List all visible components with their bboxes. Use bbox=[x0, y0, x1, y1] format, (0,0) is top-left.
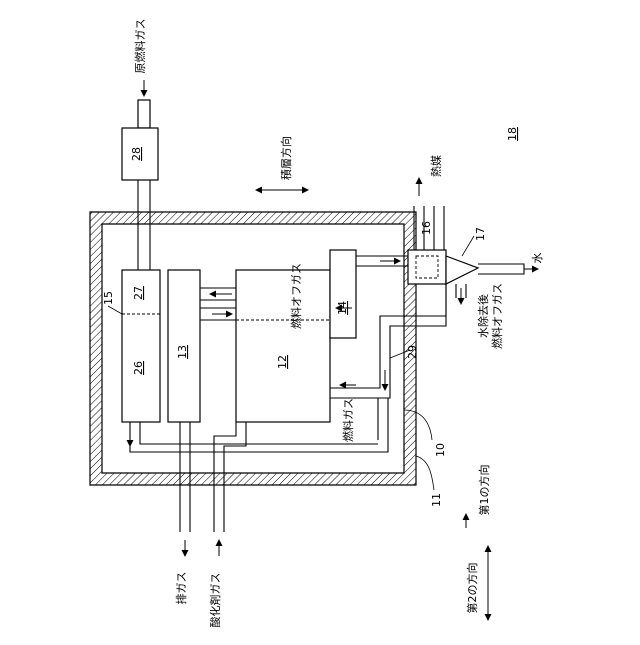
raw-fuel-gas-label: 原燃料ガス bbox=[133, 19, 147, 74]
ref-18: 18 bbox=[506, 127, 519, 141]
fuel-cell-stack-12 bbox=[236, 270, 330, 422]
first-direction-label: 第1の方向 bbox=[477, 465, 491, 516]
ref-17: 17 bbox=[474, 227, 487, 241]
fuel-gas-label: 燃料ガス bbox=[341, 398, 355, 442]
oxidant-gas-label: 酸化剤ガス bbox=[208, 573, 222, 628]
ref-13: 13 bbox=[176, 345, 189, 359]
ref-29: 29 bbox=[406, 345, 419, 359]
second-direction-indicator: 第2の方向 bbox=[465, 546, 488, 620]
ref-16: 16 bbox=[420, 221, 433, 235]
water-removed-label-1: 水除去後 bbox=[476, 294, 490, 338]
water-label: 水 bbox=[531, 253, 544, 264]
ref-27: 27 bbox=[132, 286, 145, 300]
heat-medium-label: 熱媒 bbox=[430, 155, 443, 177]
ref-10: 10 bbox=[434, 443, 447, 457]
fuel-off-gas-label: 燃料オフガス bbox=[289, 263, 303, 329]
first-direction-indicator: 第1の方向 bbox=[466, 465, 491, 529]
ref-26: 26 bbox=[132, 361, 145, 375]
exhaust-gas-label: 排ガス bbox=[174, 572, 188, 605]
unit-14 bbox=[330, 250, 356, 338]
ref-28: 28 bbox=[130, 147, 143, 161]
condenser-16 bbox=[408, 250, 446, 284]
raw-fuel-gas-inlet bbox=[138, 80, 150, 128]
ref-15: 15 bbox=[102, 291, 115, 305]
ref-12: 12 bbox=[276, 355, 289, 369]
ref-11: 11 bbox=[430, 493, 443, 507]
separator-17 bbox=[446, 256, 478, 284]
stacking-direction-label: 積層方向 bbox=[279, 136, 293, 180]
stacking-direction-indicator: 積層方向 bbox=[256, 136, 308, 190]
second-direction-label: 第2の方向 bbox=[465, 563, 479, 614]
water-removed-label-2: 燃料オフガス bbox=[490, 283, 504, 349]
